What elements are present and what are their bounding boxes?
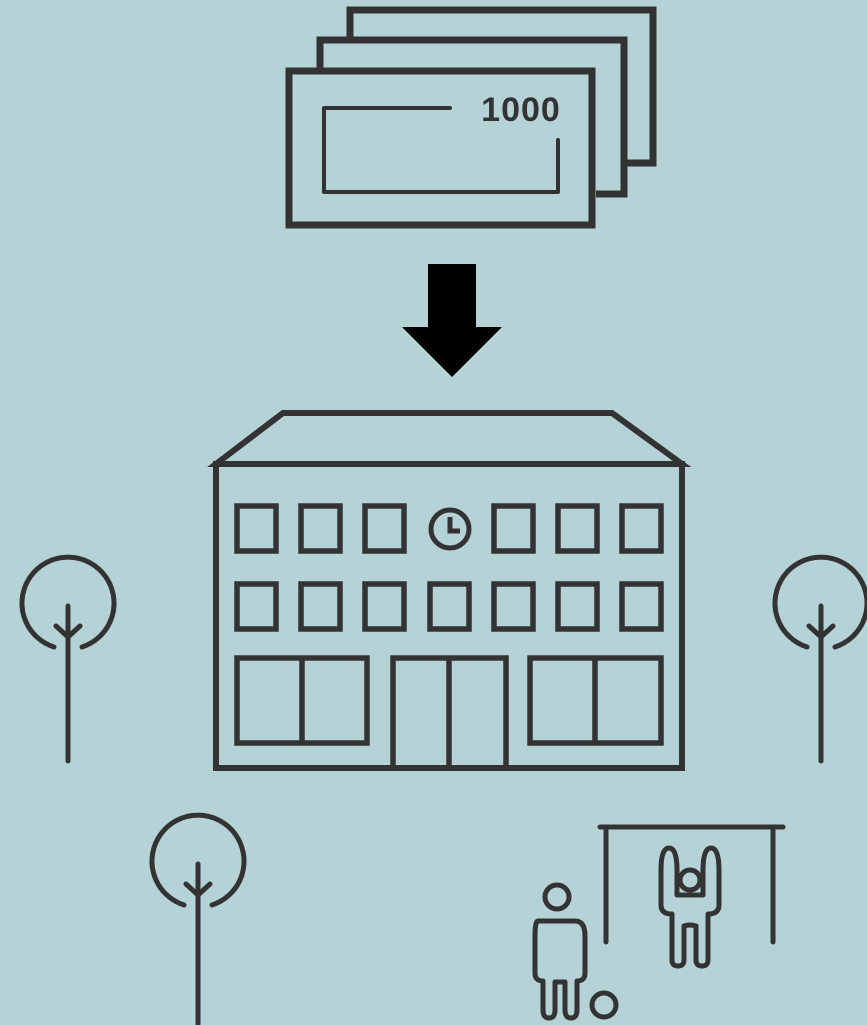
- banknote-denomination: 1000: [481, 91, 561, 129]
